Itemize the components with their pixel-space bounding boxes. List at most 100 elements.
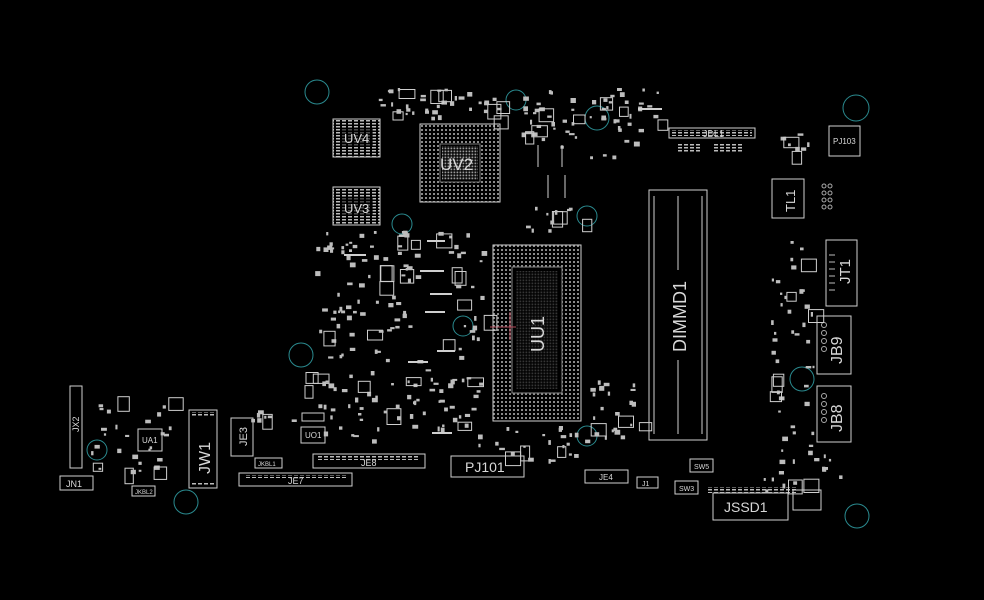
connector-jssd1[interactable]: JSSD1 xyxy=(706,487,822,521)
connector-dimmd1[interactable]: DIMMD1 xyxy=(648,189,708,441)
smd-part xyxy=(592,392,596,397)
smd-part xyxy=(524,112,528,115)
smd-part xyxy=(538,108,555,123)
smd-part xyxy=(804,304,810,309)
smd-part xyxy=(523,445,526,448)
connector-j1[interactable]: J1 xyxy=(636,476,659,489)
smd-part xyxy=(330,408,336,412)
smd-part xyxy=(429,388,436,392)
connector-jt1[interactable]: JT1 xyxy=(825,239,858,307)
chip-uv3[interactable]: UV3 xyxy=(332,186,381,226)
smd-part xyxy=(574,136,578,139)
connector-jw1-label: JW1 xyxy=(197,442,214,474)
smd-part xyxy=(615,119,620,123)
smd-part xyxy=(352,244,358,249)
smd-part xyxy=(410,239,421,250)
smd-part xyxy=(329,247,335,250)
smd-part xyxy=(386,408,402,426)
smd-part xyxy=(800,247,804,251)
connector-jb8[interactable]: JB8 xyxy=(816,385,852,443)
connector-jb9[interactable]: JB9 xyxy=(816,315,852,375)
smd-part xyxy=(585,439,591,444)
smd-part xyxy=(568,453,572,456)
chip-uv4-label: UV4 xyxy=(344,131,369,146)
smd-part xyxy=(479,260,483,263)
smd-part xyxy=(638,422,653,432)
smd-part xyxy=(267,415,273,419)
smd-part xyxy=(319,329,323,334)
smd-part xyxy=(457,299,473,311)
smd-part xyxy=(450,101,455,106)
chip-uv4[interactable]: UV4 xyxy=(332,118,381,158)
connector-jw1[interactable]: JW1 xyxy=(188,409,218,489)
smd-part xyxy=(405,268,408,271)
smd-part xyxy=(828,458,832,462)
smd-part xyxy=(553,127,556,130)
chip-uo1[interactable]: UO1 xyxy=(300,412,326,444)
connector-je8[interactable]: JE8 xyxy=(312,453,426,469)
connector-jkbl1[interactable]: JKBL1 xyxy=(254,457,283,469)
connector-pj101[interactable]: PJ101 xyxy=(450,455,525,478)
smd-part xyxy=(774,331,777,335)
smd-part xyxy=(780,292,783,295)
smd-part xyxy=(347,282,353,286)
smd-part xyxy=(629,400,633,405)
connector-je7-label: JE7 xyxy=(288,476,304,486)
chip-uv2[interactable]: UV2 xyxy=(419,123,501,203)
part-tl1[interactable]: TL1 xyxy=(771,178,833,219)
connector-jdl1[interactable]: JDL1 xyxy=(668,127,756,152)
connector-jx2[interactable]: JX2 xyxy=(69,385,83,469)
smd-part xyxy=(402,313,407,319)
chip-pj103[interactable]: PJ103 xyxy=(828,125,861,157)
smd-part xyxy=(629,113,632,119)
smd-part xyxy=(536,124,542,128)
smd-part xyxy=(425,110,429,114)
smd-part xyxy=(463,325,467,328)
smd-part xyxy=(438,400,441,403)
smd-part xyxy=(496,101,511,114)
smd-part xyxy=(304,385,314,399)
smd-part xyxy=(440,427,445,433)
switch-sw5[interactable]: SW5 xyxy=(689,458,714,473)
connector-jkbl2[interactable]: JKBL2 xyxy=(131,485,156,497)
smd-part xyxy=(553,211,568,225)
smd-part xyxy=(115,424,118,430)
smd-part xyxy=(456,284,462,289)
smd-part xyxy=(458,96,465,100)
smd-part xyxy=(805,366,812,369)
smd-part xyxy=(375,350,381,353)
smd-part xyxy=(551,122,555,127)
smd-part xyxy=(533,112,537,115)
smd-part xyxy=(442,339,456,352)
smd-part xyxy=(368,274,371,279)
smd-part xyxy=(794,333,800,336)
switch-sw5-label: SW5 xyxy=(694,464,709,471)
smd-part xyxy=(315,271,321,277)
smd-part xyxy=(570,98,576,103)
smd-part xyxy=(802,322,806,328)
smd-part xyxy=(520,445,531,462)
smd-part xyxy=(457,421,473,431)
smd-part xyxy=(450,379,455,385)
connector-jn1[interactable]: JN1 xyxy=(59,475,94,491)
smd-part xyxy=(349,374,353,379)
smd-part xyxy=(478,443,481,448)
smd-part xyxy=(807,142,810,147)
smd-part xyxy=(452,417,458,423)
smd-part xyxy=(653,114,659,119)
connector-jdl1-label: JDL1 xyxy=(703,129,724,139)
smd-part xyxy=(168,426,172,431)
connector-je4[interactable]: JE4 xyxy=(584,469,629,484)
chip-uu1[interactable]: UU1 xyxy=(490,244,582,422)
smd-part xyxy=(602,154,607,157)
smd-part xyxy=(763,478,766,481)
chip-uv3-label: UV3 xyxy=(344,201,369,216)
switch-sw3[interactable]: SW3 xyxy=(674,480,699,495)
connector-je3[interactable]: JE3 xyxy=(230,417,254,457)
smd-part xyxy=(608,101,613,104)
smd-part xyxy=(771,278,774,282)
connector-je7[interactable]: JE7 xyxy=(238,472,353,487)
smd-part xyxy=(318,404,323,409)
smd-part xyxy=(780,303,783,307)
